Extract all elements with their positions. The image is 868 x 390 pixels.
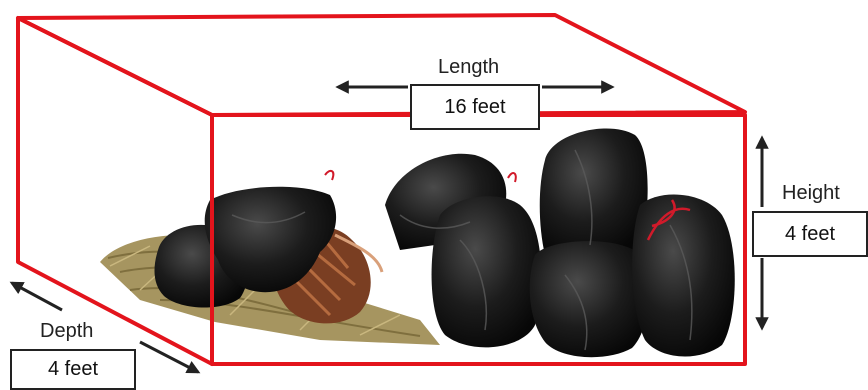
trash-pile xyxy=(100,128,735,357)
depth-label: Depth xyxy=(40,320,93,343)
depth-value-box: 4 feet xyxy=(10,349,136,390)
height-label: Height xyxy=(782,182,840,205)
length-label: Length xyxy=(438,56,499,79)
length-value-box: 16 feet xyxy=(410,84,540,130)
depth-arrow-down xyxy=(140,342,198,372)
depth-arrow-up xyxy=(12,283,62,310)
box-back-top-edge xyxy=(18,15,745,115)
trash-bag-tall xyxy=(540,128,648,255)
trash-bag-front-right xyxy=(530,241,649,357)
trash-bag-far-right xyxy=(632,195,735,357)
height-value-box: 4 feet xyxy=(752,211,868,257)
